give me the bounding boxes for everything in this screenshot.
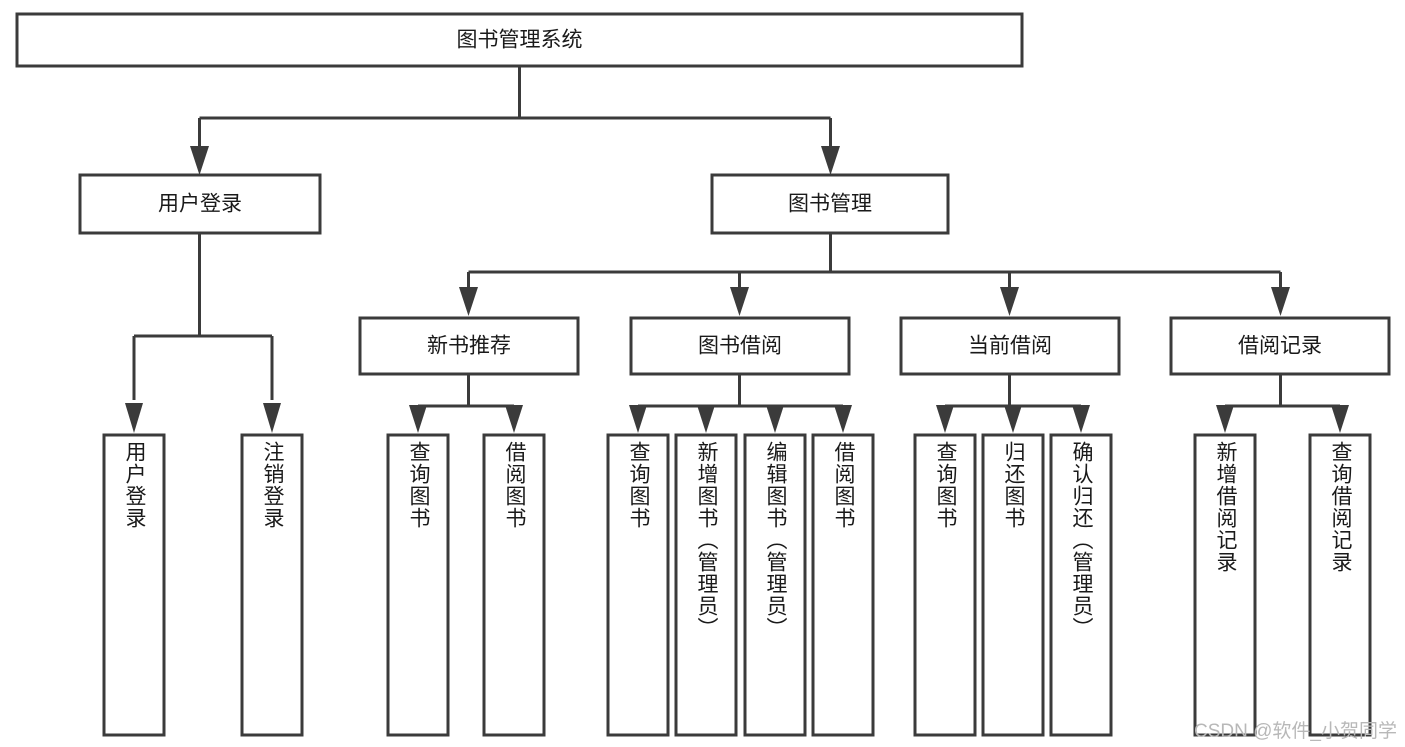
node-leaf-logout-label: 注销登录: [261, 441, 285, 529]
node-book-borrow[interactable]: 图书借阅: [629, 316, 851, 376]
node-book-borrow-label: 图书借阅: [698, 335, 782, 358]
node-current-borrow-box[interactable]: [899, 316, 1121, 376]
arrow-head-icon: [1271, 287, 1290, 316]
node-borrow-record[interactable]: 借阅记录: [1169, 316, 1391, 376]
arrow-head-icon: [1000, 287, 1019, 316]
arrow-head-icon: [125, 403, 143, 433]
node-root[interactable]: 图书管理系统: [15, 12, 1024, 68]
node-leaf-query-book-2[interactable]: 查询图书: [606, 433, 670, 737]
node-leaf-query-book-2-box[interactable]: [606, 433, 670, 737]
node-leaf-user-login-label: 用户登录: [123, 441, 147, 529]
node-leaf-add-record-label: 新增借阅记录: [1214, 441, 1238, 573]
arrow-head-icon: [766, 405, 784, 433]
node-new-book-recommend-box[interactable]: [358, 316, 580, 376]
node-current-borrow[interactable]: 当前借阅: [899, 316, 1121, 376]
connector-group-root: [190, 66, 840, 175]
node-leaf-query-book-1-label: 查询图书: [407, 441, 431, 529]
node-new-book-recommend-label: 新书推荐: [427, 335, 511, 358]
node-leaf-logout[interactable]: 注销登录: [240, 433, 304, 737]
node-leaf-add-record[interactable]: 新增借阅记录: [1193, 433, 1257, 737]
node-leaf-confirm-return[interactable]: 确认归还（管理员）: [1049, 433, 1113, 737]
node-book-borrow-box[interactable]: [629, 316, 851, 376]
node-leaf-query-book-3[interactable]: 查询图书: [913, 433, 977, 737]
node-leaf-query-record-box[interactable]: [1308, 433, 1372, 737]
arrow-head-icon: [459, 287, 478, 316]
arrow-head-icon: [409, 405, 427, 433]
arrow-head-icon: [730, 287, 749, 316]
node-leaf-user-login-box[interactable]: [102, 433, 166, 737]
node-leaf-query-book-2-label: 查询图书: [627, 441, 651, 529]
node-leaf-return-book-box[interactable]: [981, 433, 1045, 737]
arrow-head-icon: [697, 405, 715, 433]
arrow-head-icon: [629, 405, 647, 433]
arrow-head-icon: [1072, 405, 1090, 433]
connector-group-borrow-record: [1216, 374, 1349, 433]
node-leaf-return-book-label: 归还图书: [1002, 441, 1026, 529]
connector-group-book-management: [459, 233, 1290, 316]
arrow-head-icon: [834, 405, 852, 433]
node-leaf-edit-book-label: 编辑图书（管理员）: [764, 441, 788, 639]
arrow-head-icon: [821, 146, 840, 175]
node-new-book-recommend[interactable]: 新书推荐: [358, 316, 580, 376]
node-book-management[interactable]: 图书管理: [710, 173, 950, 235]
node-book-management-box[interactable]: [710, 173, 950, 235]
node-leaf-query-record-label: 查询借阅记录: [1329, 441, 1353, 573]
node-current-borrow-label: 当前借阅: [968, 335, 1052, 358]
node-root-label: 图书管理系统: [457, 29, 583, 52]
connector-group-user-login: [125, 233, 281, 433]
node-leaf-add-record-box[interactable]: [1193, 433, 1257, 737]
node-leaf-borrow-book-1-label: 借阅图书: [503, 441, 527, 529]
node-leaf-add-book[interactable]: 新增图书（管理员）: [674, 433, 738, 737]
node-leaf-edit-book[interactable]: 编辑图书（管理员）: [743, 433, 807, 737]
connector-group-book-borrow: [629, 374, 852, 433]
connector-group-new-book-recommend: [409, 374, 523, 433]
node-borrow-record-box[interactable]: [1169, 316, 1391, 376]
node-leaf-return-book[interactable]: 归还图书: [981, 433, 1045, 737]
arrow-head-icon: [505, 405, 523, 433]
node-user-login-box[interactable]: [78, 173, 322, 235]
node-leaf-query-record[interactable]: 查询借阅记录: [1308, 433, 1372, 737]
node-leaf-user-login[interactable]: 用户登录: [102, 433, 166, 737]
connector-group-current-borrow: [936, 374, 1090, 433]
node-borrow-record-label: 借阅记录: [1238, 335, 1322, 358]
node-leaf-borrow-book-2-label: 借阅图书: [832, 441, 856, 529]
node-leaf-logout-box[interactable]: [240, 433, 304, 737]
node-leaf-query-book-3-box[interactable]: [913, 433, 977, 737]
arrow-head-icon: [1004, 405, 1022, 433]
node-leaf-query-book-1[interactable]: 查询图书: [386, 433, 450, 737]
node-leaf-confirm-return-box[interactable]: [1049, 433, 1113, 737]
arrow-head-icon: [263, 403, 281, 433]
node-user-login-label: 用户登录: [158, 193, 242, 216]
node-leaf-query-book-1-box[interactable]: [386, 433, 450, 737]
node-leaf-query-book-3-label: 查询图书: [934, 441, 958, 529]
arrow-head-icon: [936, 405, 954, 433]
node-leaf-borrow-book-2-box[interactable]: [811, 433, 875, 737]
arrow-head-icon: [1331, 405, 1349, 433]
node-leaf-borrow-book-1[interactable]: 借阅图书: [482, 433, 546, 737]
node-leaf-edit-book-box[interactable]: [743, 433, 807, 737]
node-leaf-borrow-book-2[interactable]: 借阅图书: [811, 433, 875, 737]
arrow-head-icon: [1216, 405, 1234, 433]
node-leaf-add-book-label: 新增图书（管理员）: [695, 441, 719, 639]
node-leaf-add-book-box[interactable]: [674, 433, 738, 737]
node-leaf-borrow-book-1-box[interactable]: [482, 433, 546, 737]
node-leaf-confirm-return-label: 确认归还（管理员）: [1070, 441, 1094, 639]
arrow-head-icon: [190, 146, 209, 175]
node-user-login[interactable]: 用户登录: [78, 173, 322, 235]
node-book-management-label: 图书管理: [788, 193, 872, 216]
node-root-box[interactable]: [15, 12, 1024, 68]
